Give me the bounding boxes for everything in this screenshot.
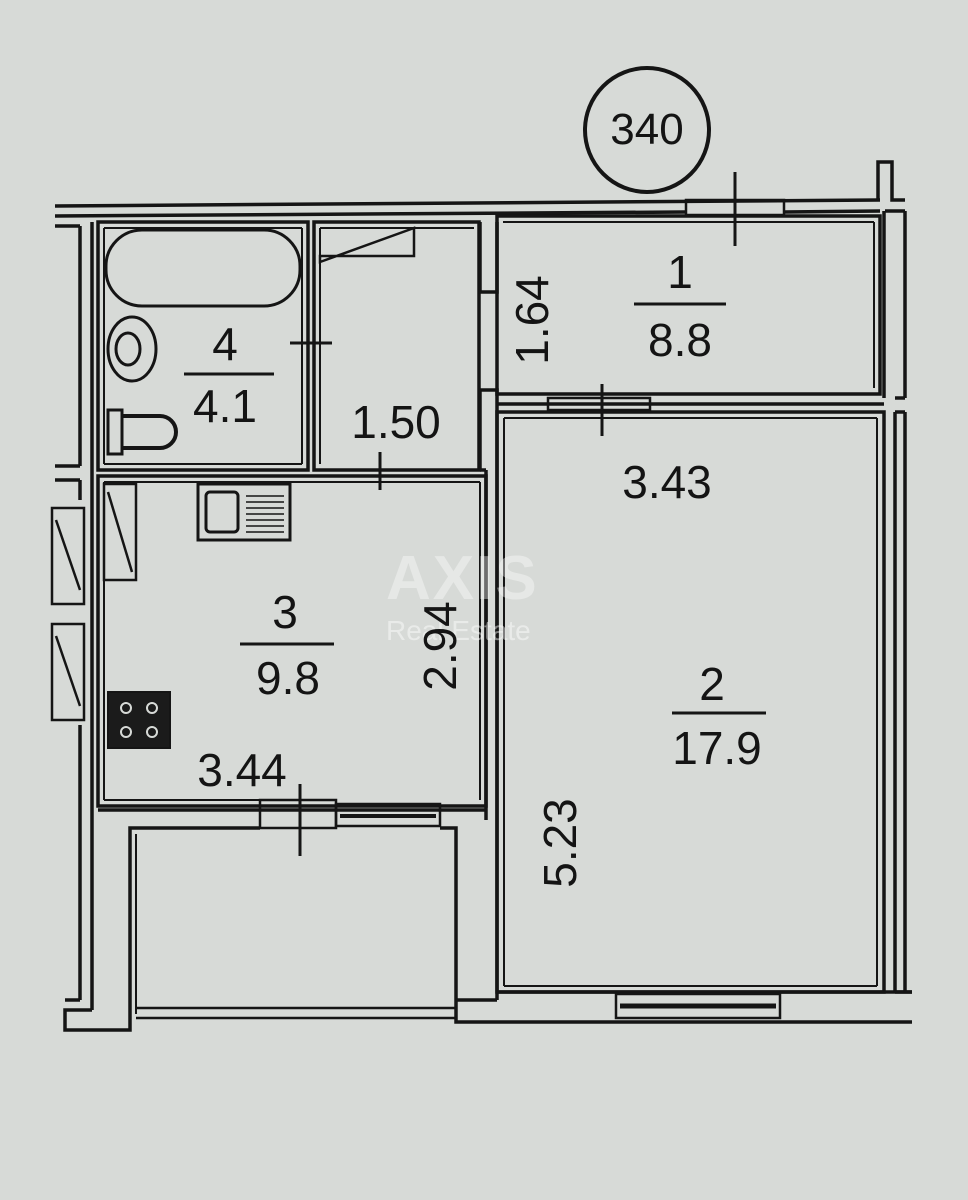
kitchen-window-lower (50, 622, 86, 722)
room-4-area: 4.1 (193, 380, 257, 432)
room-2-area: 17.9 (672, 722, 762, 774)
room-3-area: 9.8 (256, 652, 320, 704)
balcony-door (258, 784, 442, 856)
watermark-brand: AXIS (386, 544, 539, 613)
hall-width-dimension: 1.50 (351, 396, 441, 448)
kitchen-length-dimension: 2.94 (414, 601, 466, 691)
living-length-dimension: 5.23 (534, 798, 586, 888)
room-3-number: 3 (272, 586, 298, 638)
hall-walls (312, 220, 481, 490)
living-width-dimension: 3.43 (622, 456, 712, 508)
room-1-area: 8.8 (648, 314, 712, 366)
bathroom-sink (106, 315, 158, 383)
outer-left-wall (55, 222, 94, 1010)
room-1-number: 1 (667, 246, 693, 298)
corridor-width-dimension: 1.64 (506, 275, 558, 365)
unit-number-circle (583, 66, 711, 194)
balcony (63, 826, 616, 1032)
kitchen-window-upper (50, 506, 86, 606)
watermark-subtitle: Real Estate (386, 615, 531, 646)
room-2-walls (495, 410, 912, 994)
outer-bottom-wall (456, 990, 912, 1024)
room-2-number: 2 (699, 658, 725, 710)
kitchen-width-dimension: 3.44 (197, 744, 287, 796)
bathtub (104, 228, 302, 308)
toilet (106, 408, 178, 456)
outer-top-wall (54, 160, 905, 218)
kitchen-sink (196, 482, 292, 542)
kitchen-walls (96, 474, 488, 812)
room-1-walls (495, 211, 907, 436)
kitchen-stove (107, 691, 171, 749)
unit-number: 340 (610, 105, 684, 154)
bathroom-walls (96, 220, 332, 472)
room-4-number: 4 (212, 318, 238, 370)
